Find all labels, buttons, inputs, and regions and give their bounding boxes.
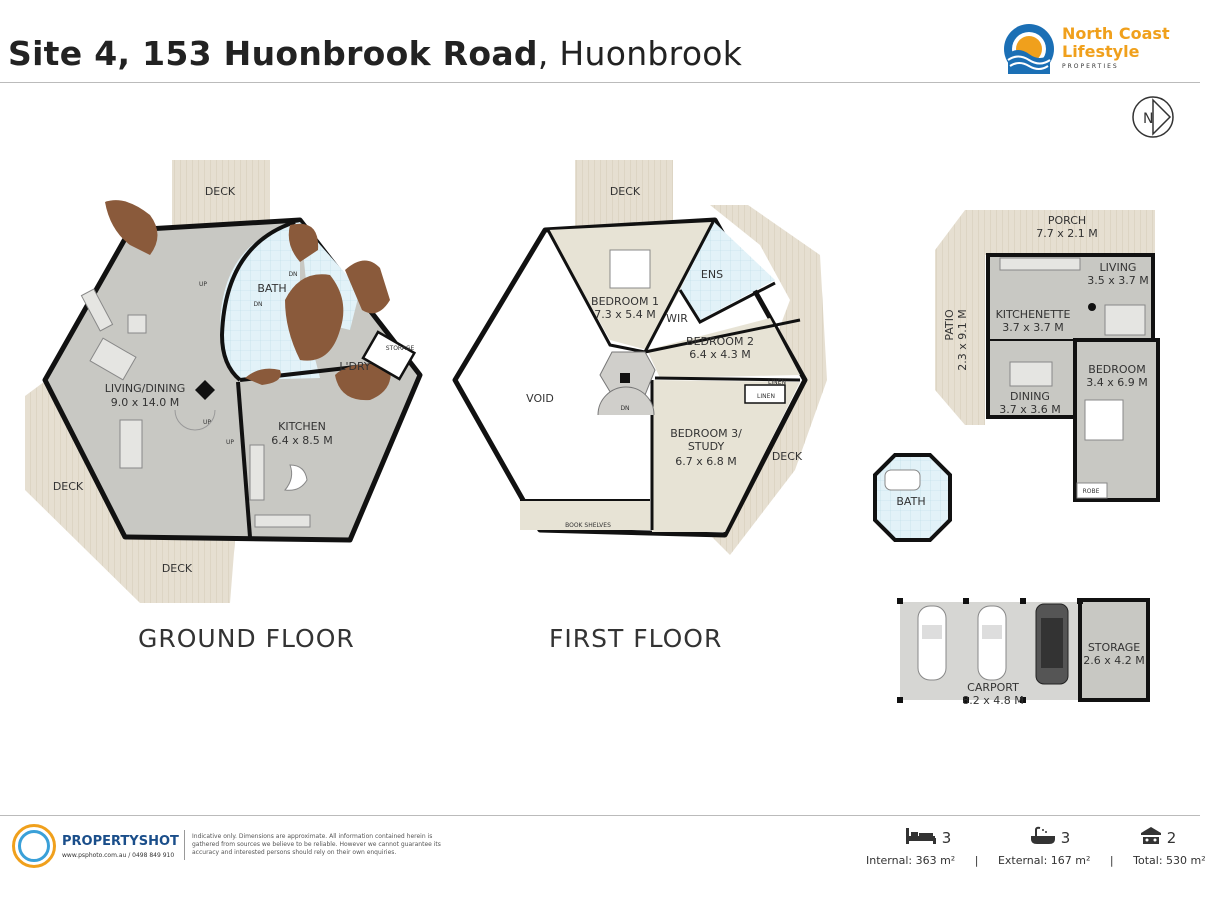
ff-bedroom2-label: BEDROOM 2 — [686, 335, 754, 348]
header-divider — [0, 82, 1200, 83]
ff-linen-label-2: LINEN — [757, 393, 775, 400]
ground-floor-plan: DECK BATH LIVING/DINING 9.0 x 14.0 M L'D… — [25, 160, 423, 603]
baths-stat: 3 — [1030, 826, 1070, 847]
cottage-living-size: 3.5 x 3.7 M — [1087, 274, 1148, 287]
address-suburb: , Huonbrook — [537, 34, 743, 73]
gf-up-label-3: UP — [226, 439, 234, 446]
ground-floor-title: GROUND FLOOR — [138, 624, 355, 653]
cottage-bath-label: BATH — [896, 495, 925, 508]
total-area: Total: 530 m² — [1133, 854, 1206, 867]
ff-bedroom3-size: 6.7 x 6.8 M — [675, 455, 736, 468]
logo-line3: PROPERTIES — [1062, 63, 1119, 70]
ff-wir-label: WIR — [666, 312, 688, 325]
carport-storage-label: STORAGE — [1088, 641, 1140, 654]
cars-stat: 2 — [1140, 826, 1176, 847]
bath-icon — [1031, 826, 1055, 844]
car-icon-3 — [1035, 603, 1069, 685]
external-area: External: 167 m² — [997, 854, 1091, 867]
gf-kitchen-label: KITCHEN — [278, 420, 326, 433]
ff-linen-label-1: LINEN — [768, 379, 786, 386]
propertyshot-ring-icon — [12, 824, 56, 868]
ff-deck-right-label: DECK — [772, 450, 803, 463]
compass-icon: N — [1132, 96, 1174, 138]
address-street: Site 4, 153 Huonbrook Road — [8, 34, 538, 73]
cottage-dining-size: 3.7 x 3.6 M — [999, 403, 1060, 416]
propertyshot-brand: PROPERTYSHOT — [62, 834, 179, 849]
gf-storage-label: STORAGE — [386, 345, 415, 352]
patio-label: PATIO — [943, 309, 956, 341]
carport-label: CARPORT — [967, 681, 1019, 694]
gf-ldry-label: L'DRY — [339, 360, 371, 373]
ff-bedroom3-label-b: STUDY — [688, 440, 725, 453]
compass-letter: N — [1143, 111, 1153, 127]
kitchenette-label: KITCHENETTE — [996, 308, 1071, 321]
gf-living-size: 9.0 x 14.0 M — [111, 396, 179, 409]
area-summary: Internal: 363 m² | External: 167 m² | To… — [866, 854, 1206, 867]
floor-plan: N DECK BATH LIVING/DINING 9.0 x 14.0 M — [25, 96, 1174, 707]
porch-label: PORCH — [1048, 214, 1086, 227]
ff-bedroom2-size: 6.4 x 4.3 M — [689, 348, 750, 361]
footer-vertical-divider — [184, 830, 185, 860]
beds-count: 3 — [941, 829, 952, 847]
cottage-dining-label: DINING — [1010, 390, 1050, 403]
internal-area: Internal: 363 m² — [866, 854, 956, 867]
gf-dn-label-2: DN — [253, 301, 262, 308]
ff-ens-label: ENS — [701, 268, 723, 281]
bed-icon — [906, 828, 936, 844]
disclaimer: Indicative only. Dimensions are approxim… — [192, 833, 441, 856]
gf-bath-label: BATH — [257, 282, 286, 295]
kitchenette-size: 3.7 x 3.7 M — [1002, 321, 1063, 334]
ff-void-label: VOID — [526, 392, 554, 405]
car-icon-2 — [977, 605, 1007, 681]
gf-living-label: LIVING/DINING — [105, 382, 186, 395]
area-separator-1: | — [974, 854, 979, 867]
agency-logo: North Coast Lifestyle PROPERTIES — [1004, 22, 1184, 78]
propertyshot-contact: www.psphoto.com.au / 0498 849 910 — [62, 852, 175, 859]
first-floor-plan: DECK ENS BEDROOM 1 7.3 x 5.4 M WIR BEDRO… — [452, 160, 827, 555]
logo-line1: North Coast — [1062, 24, 1170, 43]
ff-deck-top-label: DECK — [610, 185, 641, 198]
ff-bedroom3-label: BEDROOM 3/ — [670, 427, 742, 440]
logo-line2: Lifestyle — [1062, 42, 1140, 61]
gf-kitchen-size: 6.4 x 8.5 M — [271, 434, 332, 447]
ff-book-shelves-label: BOOK SHELVES — [565, 522, 611, 529]
carport-storage-size: 2.6 x 4.2 M — [1083, 654, 1144, 667]
ff-bedroom1-label: BEDROOM 1 — [591, 295, 659, 308]
gf-dn-label-1: DN — [288, 271, 297, 278]
deck-top — [172, 160, 270, 226]
cottage-bedroom-size: 3.4 x 6.9 M — [1086, 376, 1147, 389]
gf-deck-bottom-label: DECK — [162, 562, 193, 575]
gf-up-label-1: UP — [199, 281, 207, 288]
ff-deck-top — [575, 160, 673, 226]
cars-count: 2 — [1166, 829, 1177, 847]
gf-deck-left-label: DECK — [53, 480, 84, 493]
propertyshot-logo: PROPERTYSHOT www.psphoto.com.au / 0498 8… — [12, 824, 182, 872]
carport-size: 8.2 x 4.8 M — [962, 694, 1023, 707]
first-floor-title: FIRST FLOOR — [549, 624, 723, 653]
beds-stat: 3 — [905, 826, 951, 847]
car-icon-1 — [917, 605, 947, 681]
footer-divider — [0, 815, 1200, 816]
gf-deck-top-label: DECK — [205, 185, 236, 198]
car-icon — [1141, 827, 1161, 844]
area-separator-2: | — [1109, 854, 1114, 867]
cottage-bedroom-label: BEDROOM — [1088, 363, 1145, 376]
cottage-plan: PORCH 7.7 x 2.1 M PATIO 2.3 x 9.1 M LIVI… — [873, 210, 1160, 542]
patio-size: 2.3 x 9.1 M — [956, 309, 969, 370]
cottage-living-label: LIVING — [1100, 261, 1137, 274]
gf-up-label-2: UP — [203, 419, 211, 426]
ff-dn-label: DN — [620, 405, 629, 412]
page-title: Site 4, 153 Huonbrook Road, Huonbrook — [8, 34, 742, 73]
porch-size: 7.7 x 2.1 M — [1036, 227, 1097, 240]
robe-label: ROBE — [1083, 488, 1100, 495]
wave-logo-icon — [1004, 24, 1054, 74]
ff-bedroom1-size: 7.3 x 5.4 M — [594, 308, 655, 321]
baths-count: 3 — [1060, 829, 1071, 847]
carport-plan: CARPORT 8.2 x 4.8 M STORAGE 2.6 x 4.2 M — [897, 598, 1150, 707]
